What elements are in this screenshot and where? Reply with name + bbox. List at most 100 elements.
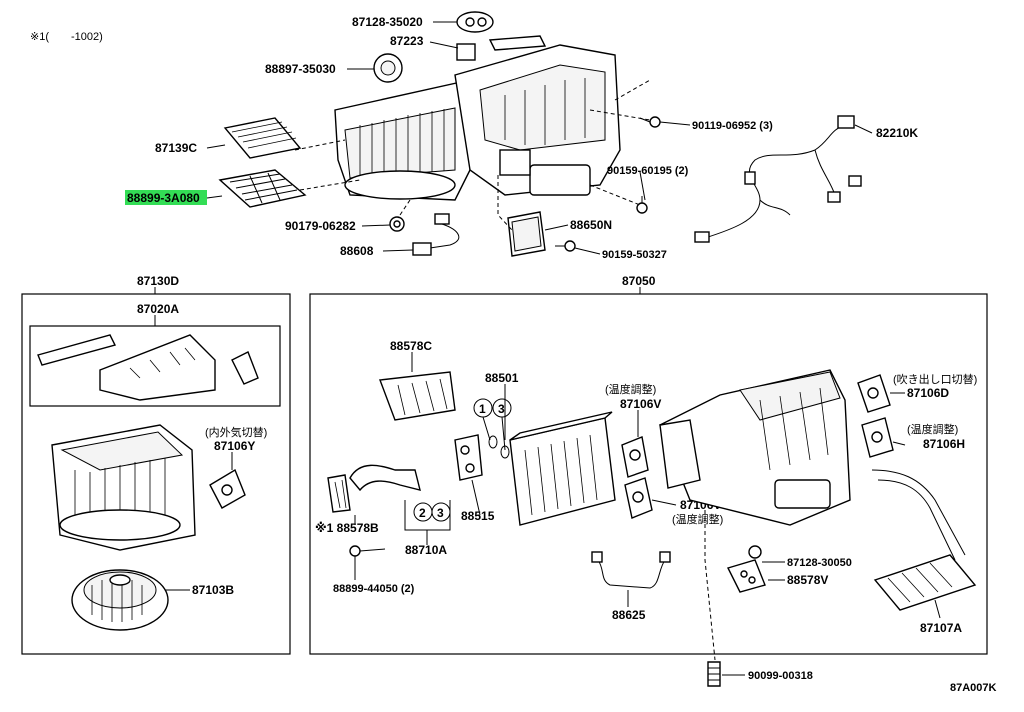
leader [361,224,391,227]
label-82210K: 82210K [876,126,918,140]
leader [892,441,906,446]
label-87106H: 87106H [923,437,965,451]
guide-line [299,179,361,191]
note-87106D: (吹き出し口切替) [893,372,977,386]
screw-90099-00318 [707,661,721,687]
leader [206,144,226,149]
leader [471,479,481,516]
callout-3: 3 [498,402,505,416]
heater-core-87107A [871,469,977,611]
label-90159-60195: 90159-60195 (2) [607,165,689,177]
guide-line [397,199,411,219]
figure-code: 87A007K [950,682,997,694]
label-87106D: 87106D [907,386,949,400]
leader [544,224,569,231]
label-87139C: 87139C [155,141,197,155]
note-87106V-bottom: (温度調整) [672,512,723,526]
leader [639,171,646,201]
amplifier-88650N [507,211,546,257]
hvac-unit-upper [334,11,621,201]
callout-3b: 3 [437,506,444,520]
leader [574,247,601,255]
note-87106V-top: (温度調整) [605,382,656,396]
group-box-87020A [29,325,281,407]
label-88578B: ※1 88578B [315,521,379,535]
label-90119-06952: 90119-06952 (3) [692,120,773,132]
air-filter-87139C [223,117,302,159]
label-87106V-top: 87106V [620,397,661,411]
actuator-87106H [861,417,894,458]
label-90179-06282: 90179-06282 [285,219,356,233]
label-90099-00318: 90099-00318 [748,670,813,682]
actuator-87106V-bottom [624,477,653,519]
label-88650N: 88650N [570,218,612,232]
note-87106Y: (内外気切替) [205,425,267,439]
group-box-87050 [309,293,988,655]
blower-motor-87103B [71,569,169,631]
sensor-88625 [591,551,671,589]
guide-line [294,139,346,151]
label-87103B: 87103B [192,583,234,597]
label-88710A: 88710A [405,543,447,557]
callout-2: 2 [419,506,426,520]
label-88899-3A080: 88899-3A080 [127,191,200,205]
label-88578C: 88578C [390,339,432,353]
blower-unit-87130D [51,424,196,551]
label-88625: 88625 [612,608,646,622]
guide-line [614,79,651,101]
label-87050: 87050 [622,274,656,288]
label-88515: 88515 [461,509,495,523]
guide-line [704,510,716,661]
heater-case-87050 [659,369,851,526]
label-87128-35020: 87128-35020 [352,15,423,29]
guide-line [589,109,651,121]
label-87223: 87223 [390,34,424,48]
leader [429,41,459,49]
actuator-87106Y [209,468,246,509]
leader [659,121,691,126]
top-note: ※1( -1002) [30,31,103,43]
leader [651,499,677,506]
leader [854,124,873,134]
leader [382,249,414,252]
packing-88578V [727,545,766,593]
label-88899-44050: 88899-44050 (2) [333,583,415,595]
expansion-valve-88515 [454,434,483,481]
label-87128-30050: 87128-30050 [787,557,852,569]
group-box-87130D [21,293,291,655]
label-87107A: 87107A [920,621,962,635]
screw-90159-60195 [636,196,648,214]
label-87106Y: 87106Y [214,439,255,453]
callout-1: 1 [479,402,486,416]
label-88897-35030: 88897-35030 [265,62,336,76]
label-90159-50327: 90159-50327 [602,249,667,261]
label-88578V: 88578V [787,573,828,587]
screw-90119-06952 [639,116,661,128]
blower-case-87020A [37,334,259,401]
packing-88578C [379,371,456,421]
guide-line [589,184,641,206]
label-87020A: 87020A [137,302,179,316]
leader [934,599,941,619]
highlight-box [125,190,207,205]
label-88608: 88608 [340,244,374,258]
o-ring [500,445,510,459]
label-87130D: 87130D [137,274,179,288]
label-88501: 88501 [485,371,519,385]
evaporator-88501 [509,411,616,526]
sensor-88608 [412,213,460,256]
bolt-88899-44050 [349,545,386,557]
nut-90179-06282 [389,216,405,232]
wire-harness-82210K [694,115,862,243]
note-87106H: (温度調整) [907,422,958,436]
screw-90159-50327 [555,240,576,252]
actuator-87106D [857,374,891,413]
actuator-87106V-top [621,436,649,478]
o-ring [488,435,498,449]
filter-frame-88899-3A080 [218,169,307,208]
leader [206,195,223,199]
leader [482,416,506,451]
tube-88710A [327,464,421,513]
